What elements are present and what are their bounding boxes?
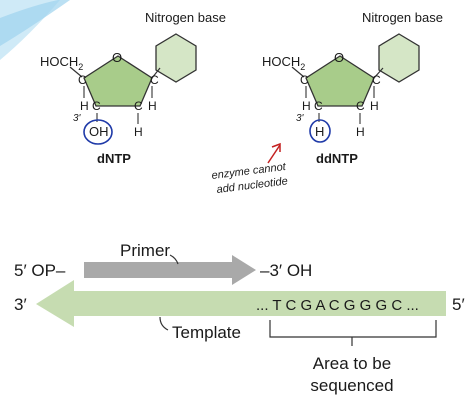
handwritten-annotation: enzyme cannot add nucleotide [211, 142, 288, 196]
ddntp-h-circle [309, 119, 331, 143]
ddntp-h-right: H [370, 99, 379, 113]
dntp-nitrogen-base-label: Nitrogen base [145, 10, 226, 25]
dntp-base-hexagon [155, 33, 197, 83]
ddntp-hoch2-label: HOCH2 [262, 54, 305, 72]
ddntp-c1: C [372, 73, 381, 87]
dntp-hoch2-label: HOCH2 [40, 54, 83, 72]
ddntp-h-bottom: H [356, 125, 365, 139]
dntp-oh: OH [89, 124, 109, 139]
dntp-sugar-ring [83, 55, 153, 107]
template-label: Template [172, 323, 241, 342]
dntp-hoch2-bond [69, 66, 83, 78]
red-arrow-head [271, 142, 281, 152]
primer-arrow [84, 255, 256, 285]
dntp-ring-oxygen: O [112, 50, 122, 65]
ddntp-c4: C [300, 73, 309, 87]
dntp-h-right: H [148, 99, 157, 113]
sequence-bracket [269, 320, 437, 338]
primer-5prime-label: 5′ OP– [14, 261, 66, 280]
ddntp-h3: H [315, 124, 324, 139]
dntp-base-bond [151, 67, 161, 79]
ddntp-c3: C [314, 99, 323, 113]
ddntp-sugar-ring [305, 55, 375, 107]
dntp-h-left: H [80, 99, 89, 113]
template-3prime-label: 3′ [14, 295, 27, 314]
ddntp-3prime-handwritten: 3' [296, 113, 305, 124]
template-5prime-label: 5′ [452, 295, 465, 314]
template-arrow [36, 280, 446, 327]
dntp-caption: dNTP [97, 151, 131, 166]
primer-3prime-label: –3′ OH [260, 261, 312, 280]
ddntp-ring-oxygen: O [334, 50, 344, 65]
primer-label: Primer [120, 241, 170, 260]
template-leader-line [159, 316, 169, 331]
ddntp-molecule: Nitrogen base HOCH2 O C C H H C C H H 3'… [262, 10, 443, 166]
decorative-swoosh [0, 0, 70, 60]
dntp-molecule: Nitrogen base HOCH2 O C C H H C C OH H 3… [40, 10, 226, 166]
area-label-line-1: Area to be [313, 354, 391, 373]
ddntp-hoch2-bond [291, 66, 305, 78]
dntp-c3: C [92, 99, 101, 113]
ddntp-h-left: H [302, 99, 311, 113]
dntp-c1: C [150, 73, 159, 87]
dntp-c4: C [78, 73, 87, 87]
dntp-c2: C [134, 99, 143, 113]
primer-leader-line [169, 254, 179, 265]
sequencing-schematic: Primer 5′ OP– –3′ OH 3′ 5′ ... T C G A C… [14, 241, 465, 395]
area-label-line-2: sequenced [310, 376, 393, 395]
dntp-3prime-handwritten: 3' [73, 113, 82, 124]
template-sequence: ... T C G A C G G G C ... [256, 297, 419, 314]
ddntp-caption: ddNTP [316, 151, 358, 166]
ddntp-base-hexagon [378, 33, 420, 83]
red-arrow-shaft [267, 144, 281, 164]
ddntp-c2: C [356, 99, 365, 113]
dntp-h-bottom: H [134, 125, 143, 139]
ddntp-base-bond [373, 67, 384, 79]
dntp-oh-circle [83, 119, 113, 145]
ddntp-nitrogen-base-label: Nitrogen base [362, 10, 443, 25]
